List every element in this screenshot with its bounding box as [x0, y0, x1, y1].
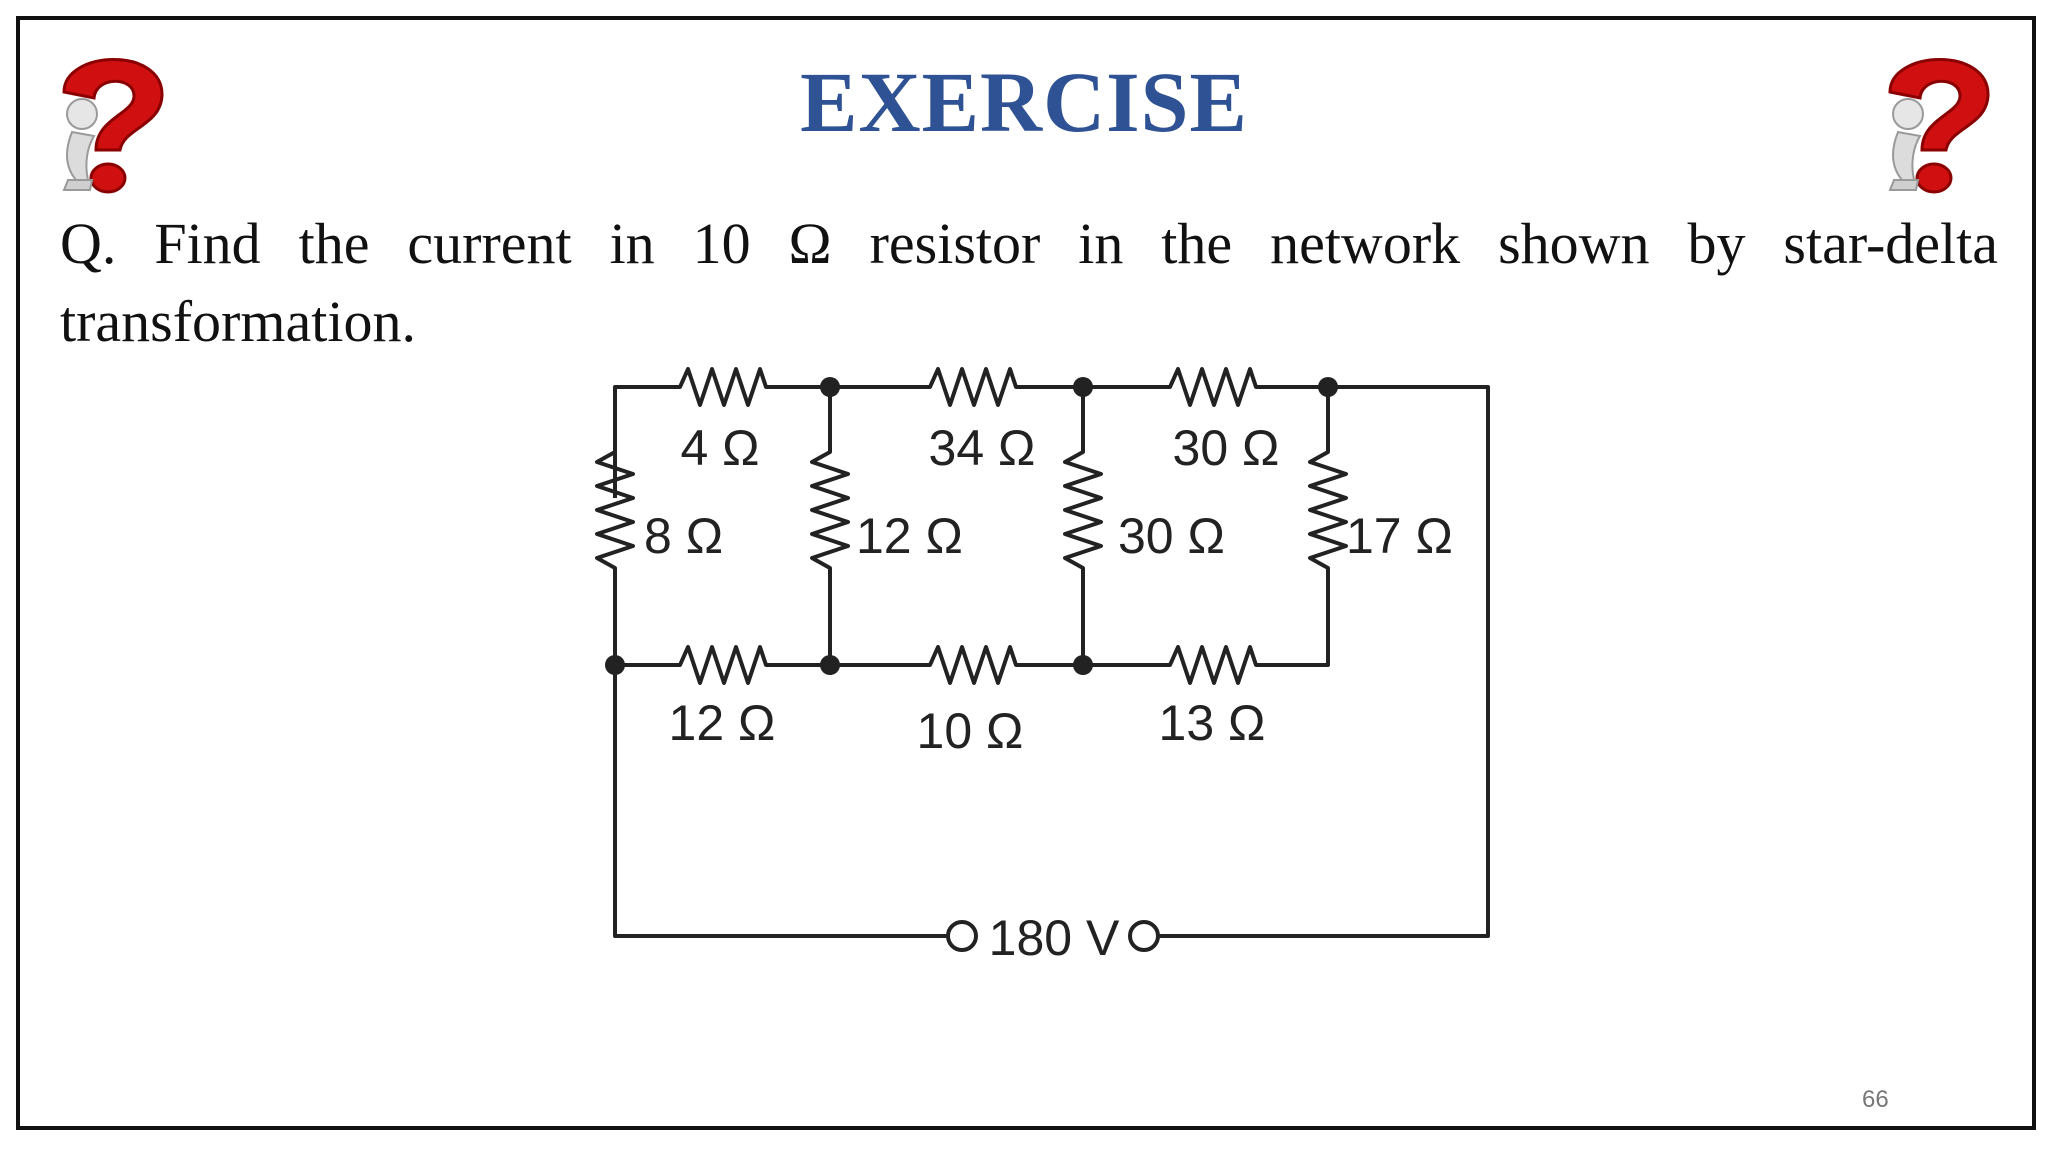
- question-text: Q. Find the current in 10 Ω resistor in …: [60, 211, 1998, 354]
- wire: [613, 385, 672, 498]
- question-mark-figure-icon: [1888, 58, 1990, 194]
- resistor-vert-4: [1308, 442, 1348, 578]
- page-number: 66: [1862, 1086, 1889, 1113]
- wire: [613, 578, 672, 667]
- junction-dot: [605, 655, 625, 675]
- wire: [1262, 578, 1330, 667]
- junction-dot: [820, 377, 840, 397]
- label-vert-3: 30 Ω: [1118, 508, 1225, 564]
- label-bot-mid: 10 Ω: [917, 703, 1024, 759]
- label-vert-1: 8 Ω: [644, 508, 723, 564]
- junction-dot: [1073, 655, 1093, 675]
- wire: [613, 665, 960, 938]
- slide-title: EXERCISE: [800, 54, 1248, 150]
- junction-dot: [1073, 377, 1093, 397]
- junction-dot: [1318, 377, 1338, 397]
- resistor-vert-1: [595, 442, 635, 578]
- resistor-bot-right: [1162, 645, 1262, 685]
- resistor-vert-2: [810, 442, 850, 582]
- source-terminal: [946, 920, 978, 952]
- question-mark-figure-icon: [62, 58, 164, 194]
- source-terminal: [1128, 920, 1160, 952]
- resistor-top-mid: [922, 367, 1022, 407]
- label-bot-left: 12 Ω: [669, 695, 776, 751]
- wire: [1146, 385, 1490, 938]
- resistor-vert-3: [1063, 442, 1103, 582]
- resistor-bot-left: [672, 645, 772, 685]
- junction-dot: [820, 655, 840, 675]
- label-bot-right: 13 Ω: [1159, 695, 1266, 751]
- label-vert-2: 12 Ω: [856, 508, 963, 564]
- resistor-bot-mid: [922, 645, 1022, 685]
- label-top-right: 30 Ω: [1173, 420, 1280, 476]
- label-top-left: 4 Ω: [680, 420, 759, 476]
- resistor-top-right: [1162, 367, 1262, 407]
- slide-frame: [16, 16, 2036, 1130]
- label-top-mid: 34 Ω: [929, 420, 1036, 476]
- source-label: 180 V: [989, 910, 1120, 966]
- resistor-top-left: [672, 367, 772, 407]
- label-vert-4: 17 Ω: [1346, 508, 1453, 564]
